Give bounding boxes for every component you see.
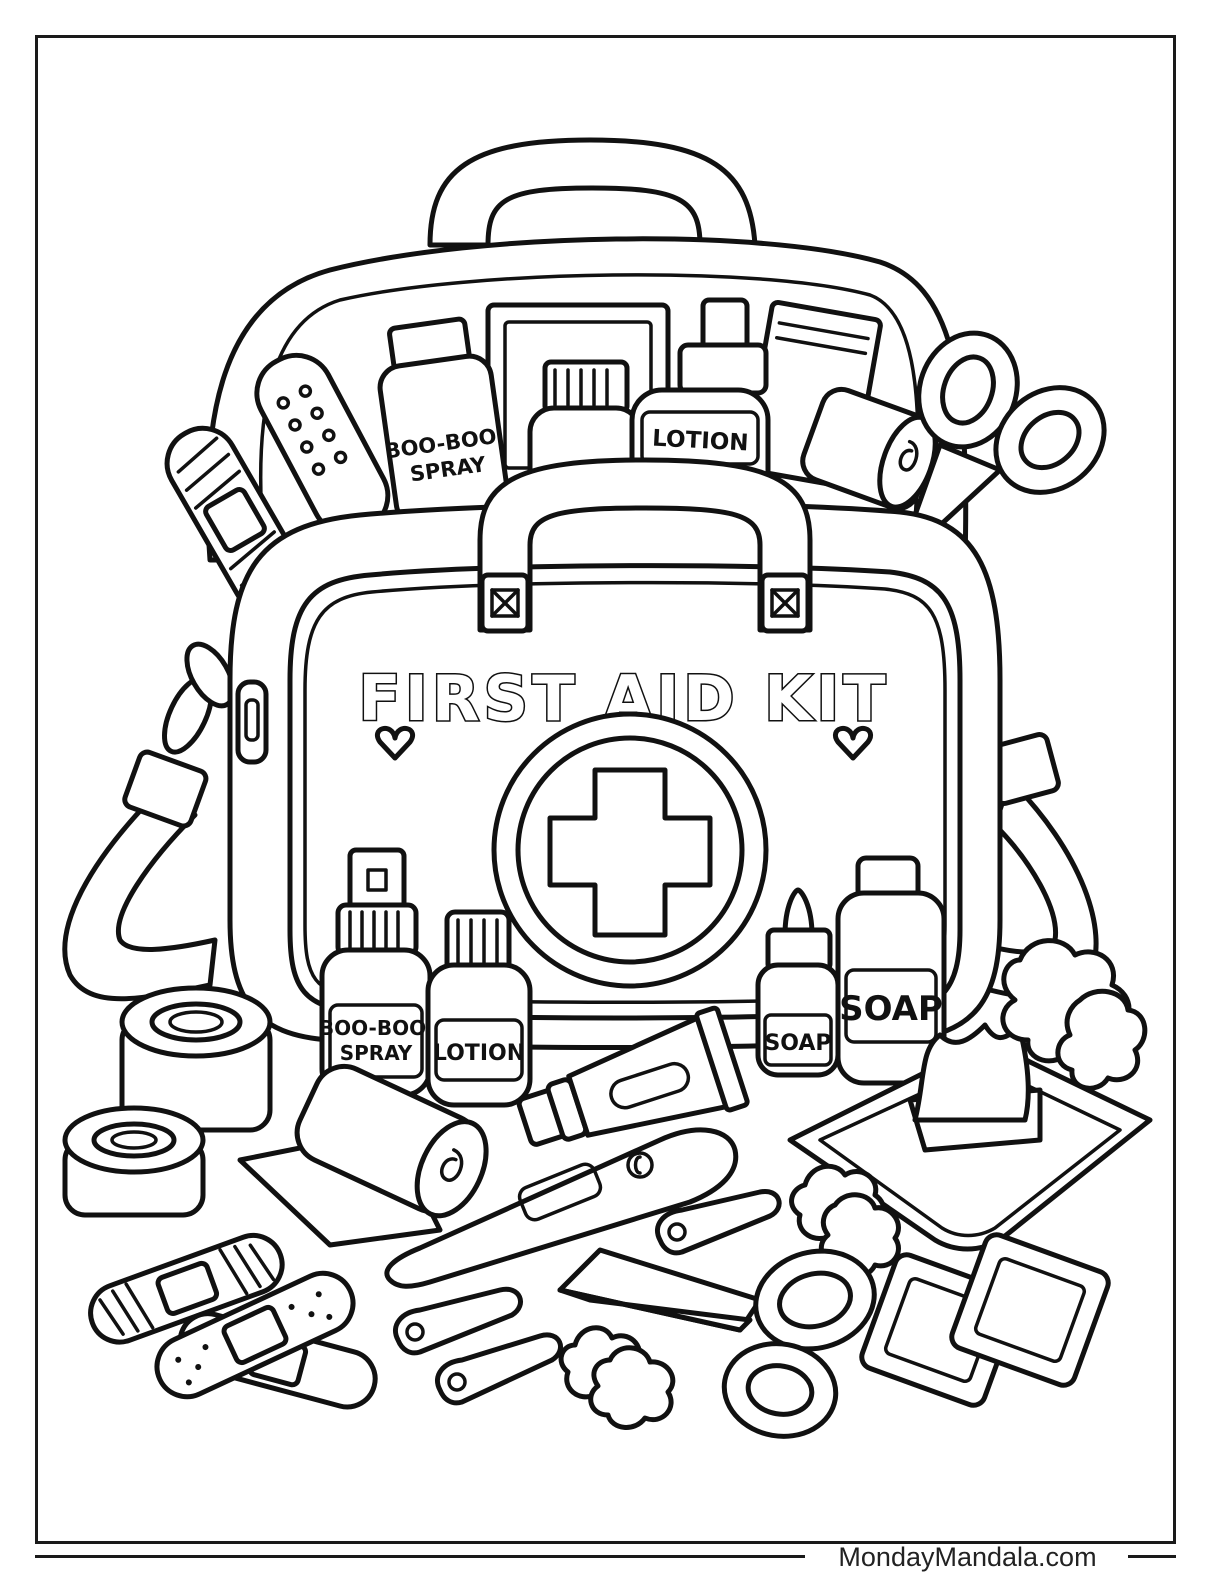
soap-small-label: SOAP: [764, 1031, 831, 1056]
safety-pin-icon: [393, 1189, 782, 1406]
soap-bottle-large: SOAP: [835, 855, 947, 1086]
footer-rule: [35, 1555, 805, 1558]
shoulder-strap: [62, 641, 1099, 1002]
page-footer: MondayMandala.com: [0, 1540, 1224, 1580]
lotion-bottle-bottom: LOTION: [425, 909, 533, 1108]
bandage-roll-top: [800, 386, 940, 511]
scissors-icon: [557, 1247, 877, 1439]
front-bag-handle: [477, 457, 813, 634]
spray-bottle-bottom: BOO-BOO SPRAY: [319, 847, 433, 1098]
medical-cross-icon: [491, 711, 769, 989]
spray-bottle-top: BOO-BOO SPRAY: [377, 316, 511, 528]
tape-roll-large: [119, 985, 273, 1133]
lotion-top-label: LOTION: [652, 426, 750, 457]
footer-rule: [1128, 1555, 1176, 1558]
spray-bottom-label: BOO-BOO SPRAY: [319, 1016, 433, 1065]
heart-icon: [833, 726, 873, 761]
bandage-roll-bottom: [294, 1064, 489, 1219]
cotton-ball-icon: [558, 938, 1148, 1430]
gauze-pads-bottom-right: [859, 1232, 1111, 1408]
ointment-tube: [516, 1005, 750, 1147]
label-second-line: SPRAY: [340, 1041, 413, 1065]
heart-icon: [375, 726, 415, 761]
bandage-icon: [88, 1232, 378, 1410]
scissors-top: [912, 330, 1107, 533]
soap-large-label: SOAP: [839, 989, 943, 1029]
footer-credit: MondayMandala.com: [838, 1542, 1097, 1572]
back-bag-handle: [427, 137, 758, 248]
thermometer-icon: [384, 1127, 739, 1289]
page-border: [35, 35, 1176, 1544]
lotion-bottom-label: LOTION: [433, 1041, 525, 1066]
zipper-pull: [235, 679, 269, 765]
tape-roll-small: [62, 1105, 206, 1218]
